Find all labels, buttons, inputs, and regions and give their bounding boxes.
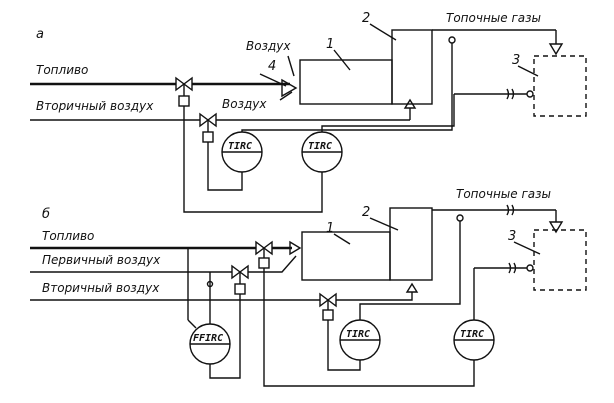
signal-temp-to-tirc-left-a bbox=[241, 43, 453, 132]
chamber-2-b bbox=[389, 207, 433, 281]
chamber-2-a bbox=[391, 29, 433, 105]
num-1-label-b: 1 bbox=[326, 221, 334, 236]
air-bottom-arrow-a bbox=[279, 91, 293, 101]
fuel-flow-signal-b bbox=[187, 319, 197, 329]
num-3-label-a: 3 bbox=[512, 53, 520, 68]
furnace-1-a bbox=[299, 59, 393, 105]
air-top-label-a: Воздух bbox=[246, 39, 291, 53]
tirc-right-label-b: TIRC bbox=[460, 329, 484, 340]
secondary-air-valve-a bbox=[199, 112, 217, 128]
signal-tirc-right-to-fuel-valve-b bbox=[263, 268, 475, 387]
furnace-1-b bbox=[301, 231, 391, 281]
scheme-b: б Топливо Первичный воздух Вторичный воз… bbox=[30, 187, 587, 387]
primary-air-valve-b bbox=[231, 264, 249, 280]
ffirc-label: FFIRC bbox=[193, 333, 223, 344]
num-2-label-b: 2 bbox=[362, 205, 370, 220]
tirc-left-label-a: TIRC bbox=[228, 141, 252, 152]
scheme-b-letter: б bbox=[42, 207, 50, 222]
analyzer-3-a bbox=[533, 55, 587, 117]
signal-analyzer-to-tirc-right-a bbox=[321, 94, 455, 132]
primary-air-valve-actuator-b bbox=[234, 283, 246, 295]
flue-gas-probe-a bbox=[548, 43, 564, 56]
flue-gases-label-a: Топочные газы bbox=[446, 11, 541, 25]
flue-gases-label-b: Топочные газы bbox=[456, 187, 551, 201]
link-break-a bbox=[506, 88, 515, 100]
tirc-right-label-a: TIRC bbox=[308, 141, 332, 152]
secondary-air-line-b-2 bbox=[336, 292, 413, 301]
signal-ffirc-to-primary-valve-b bbox=[209, 294, 241, 379]
num-1-leader-a bbox=[333, 49, 351, 71]
secondary-air-label-b: Вторичный воздух bbox=[42, 281, 160, 295]
signal-temp-to-tirc-mid-b bbox=[359, 221, 461, 320]
fuel-valve-a bbox=[175, 76, 193, 92]
secondary-air-valve-actuator-a bbox=[202, 131, 214, 143]
analyzer-signal-a bbox=[526, 90, 534, 98]
link-break-b bbox=[508, 262, 517, 274]
burner-b bbox=[289, 240, 302, 256]
signal-tirc-left-to-valve-a bbox=[207, 142, 243, 191]
air-bottom-label-a: Воздух bbox=[222, 97, 267, 111]
temp-sensor-a bbox=[448, 36, 456, 44]
signal-tirc-right-to-fuel-valve-a bbox=[183, 106, 323, 213]
secondary-air-arrow-b bbox=[405, 282, 419, 293]
analyzer-3-b bbox=[533, 229, 587, 291]
scheme-a-letter: а bbox=[36, 27, 44, 42]
secondary-air-valve-actuator-b bbox=[322, 309, 334, 321]
temp-sensor-b bbox=[456, 214, 464, 222]
num-1-leader-b bbox=[333, 233, 351, 245]
burner-a bbox=[281, 78, 298, 98]
primary-air-line-b-2 bbox=[248, 255, 297, 273]
flue-gas-probe-b bbox=[548, 221, 564, 234]
fuel-valve-b bbox=[255, 240, 273, 256]
num-2-leader-b bbox=[369, 217, 399, 231]
num-3-label-b: 3 bbox=[508, 229, 516, 244]
num-2-label-a: 2 bbox=[362, 11, 370, 26]
num-3-leader-b bbox=[513, 241, 541, 255]
secondary-air-valve-b bbox=[319, 292, 337, 308]
fuel-label-a: Топливо bbox=[36, 63, 88, 77]
air-top-arrow-a bbox=[287, 55, 295, 77]
num-4-leader bbox=[259, 73, 287, 87]
tirc-mid-label-b: TIRC bbox=[346, 329, 370, 340]
num-4-label: 4 bbox=[268, 59, 276, 74]
signal-tirc-mid-to-valve-b bbox=[327, 320, 361, 371]
secondary-air-label-a: Вторичный воздух bbox=[36, 99, 154, 113]
scheme-a: а Топливо Вторичный воздух Воздух 4 Возд… bbox=[30, 11, 587, 213]
fuel-label-b: Топливо bbox=[42, 229, 94, 243]
fuel-valve-actuator-b bbox=[258, 257, 270, 269]
analyzer-signal-b bbox=[526, 264, 534, 272]
primary-air-label-b: Первичный воздух bbox=[42, 253, 161, 267]
num-3-leader-a bbox=[517, 65, 539, 77]
fuel-valve-actuator-a bbox=[178, 95, 190, 107]
num-2-leader-a bbox=[369, 23, 397, 41]
num-1-label-a: 1 bbox=[326, 37, 334, 52]
flue-gas-break-b bbox=[506, 204, 515, 216]
